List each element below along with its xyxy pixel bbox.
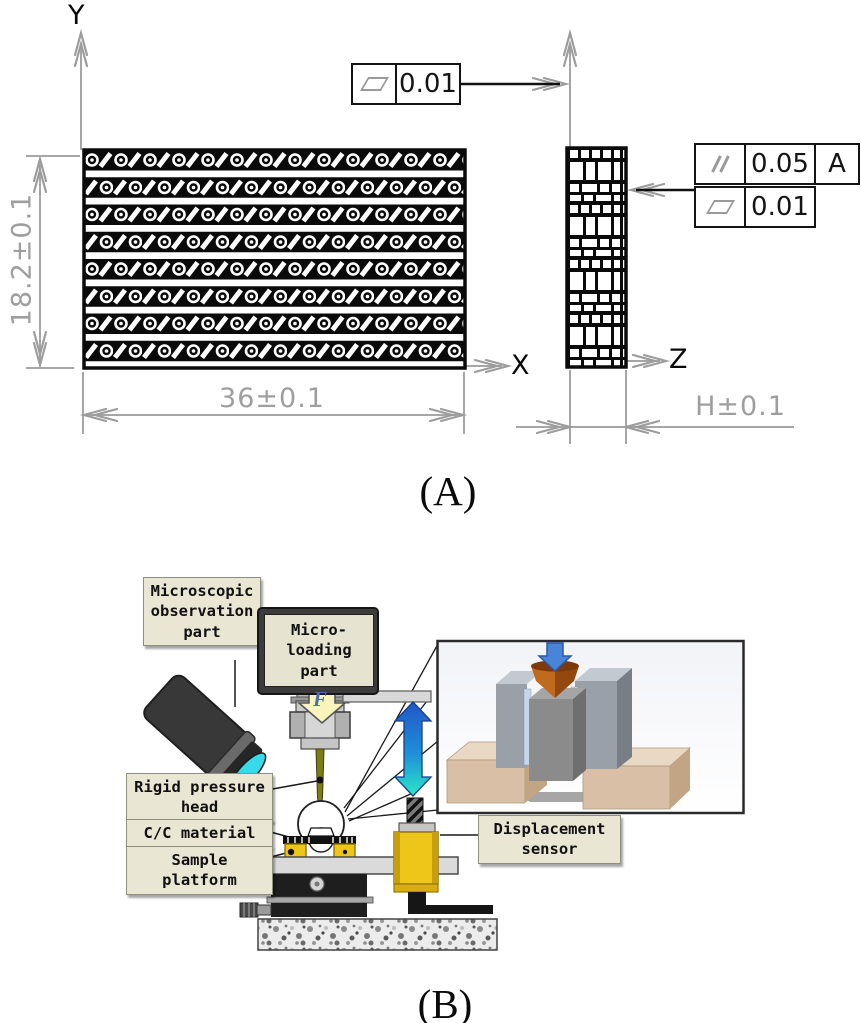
- sample-magnifier: [283, 800, 356, 853]
- flatness-value: 0.01: [395, 65, 459, 103]
- force-symbol: F: [313, 687, 328, 711]
- dimension-height: 18.2±0.1: [6, 192, 38, 327]
- label-microscopic-observation: Microscopic observation part: [143, 577, 261, 647]
- panel-b-apparatus: [143, 639, 745, 951]
- label-rigid-pressure-head: Rigid pressure head: [126, 773, 273, 822]
- sample-platform-assembly: [239, 843, 498, 951]
- specimen-front-view: [82, 148, 467, 370]
- motion-double-arrow-icon: [393, 701, 433, 797]
- specimen-side-view: [565, 146, 628, 369]
- dimension-thickness: H±0.1: [695, 391, 786, 422]
- tolerance-frame-parallelism: 0.05 A: [694, 143, 860, 185]
- axis-label-x: X: [511, 350, 530, 381]
- panel-a-drawing: [26, 28, 794, 444]
- arrowheads: [32, 28, 671, 435]
- granite-base: [257, 918, 498, 951]
- flatness-symbol-icon: [696, 188, 744, 226]
- flatness-symbol-icon: [353, 65, 395, 103]
- micro-loading-monitor: Micro- loading part: [257, 607, 379, 695]
- axis-label-z: Z: [669, 344, 688, 375]
- side-flatness-value: 0.01: [744, 187, 814, 226]
- displacement-sensor: [393, 797, 493, 914]
- tolerance-frame-top: 0.01: [351, 63, 461, 105]
- panel-b-caption: (B): [417, 981, 473, 1023]
- label-sample-platform: Sample platform: [126, 846, 273, 895]
- parallelism-value: 0.05: [744, 145, 814, 183]
- parallelism-symbol-icon: [696, 145, 744, 183]
- dimension-width: 36±0.1: [219, 383, 325, 414]
- magnified-inset: [436, 639, 745, 815]
- label-displacement-sensor: Displacement sensor: [478, 815, 621, 864]
- inset-load-arrow-icon: [537, 642, 573, 673]
- panel-a-caption: (A): [419, 468, 477, 514]
- tolerance-frame-side-flatness: 0.01: [694, 185, 816, 228]
- label-micro-loading: Micro- loading part: [264, 614, 374, 687]
- label-cc-material: C/C material: [126, 819, 273, 848]
- parallelism-datum: A: [814, 145, 858, 183]
- tolerance-leaders: [458, 82, 694, 192]
- axis-label-y: Y: [68, 0, 85, 31]
- cc-specimen-bar: [283, 836, 356, 844]
- support-arm: [342, 690, 432, 703]
